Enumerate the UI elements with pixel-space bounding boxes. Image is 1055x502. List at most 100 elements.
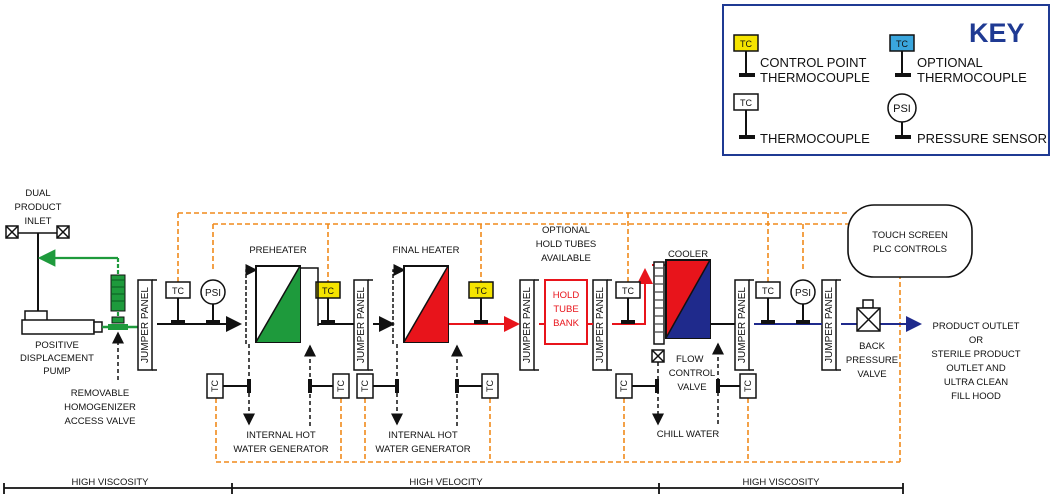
svg-text:VALVE: VALVE: [857, 369, 886, 380]
key-control-point-line2: THERMOCOUPLE: [760, 70, 870, 85]
final-heater: FINAL HEATER: [392, 245, 460, 344]
svg-text:AVAILABLE: AVAILABLE: [541, 253, 591, 264]
svg-text:REMOVABLE: REMOVABLE: [71, 388, 129, 399]
svg-text:TC: TC: [740, 39, 752, 49]
key-control-point-line1: CONTROL POINT: [760, 55, 866, 70]
key-pressure-sensor-icon: PSI: [887, 93, 917, 139]
svg-text:OR: OR: [969, 335, 983, 346]
back-pressure-valve: BACK PRESSURE VALVE: [846, 299, 898, 380]
thermocouple: TC: [206, 373, 251, 399]
thermocouple: TC: [755, 281, 781, 324]
svg-text:JUMPER PANEL: JUMPER PANEL: [140, 287, 151, 363]
key-optional-line1: OPTIONAL: [917, 55, 983, 70]
control-point-thermocouple: TC: [315, 281, 341, 324]
svg-text:PSI: PSI: [795, 288, 811, 299]
svg-text:PRODUCT OUTLET: PRODUCT OUTLET: [933, 321, 1020, 332]
svg-text:FLOW: FLOW: [676, 354, 703, 365]
svg-text:DUAL: DUAL: [25, 188, 50, 199]
svg-text:TC: TC: [762, 286, 774, 296]
jumper-panel: JUMPER PANEL: [592, 279, 612, 371]
key-optional-thermocouple-icon: TC: [889, 34, 915, 77]
svg-text:COOLER: COOLER: [668, 249, 708, 260]
water-connections: [243, 342, 724, 426]
svg-text:PLC CONTROLS: PLC CONTROLS: [873, 244, 947, 255]
hold-tube-bank: OPTIONAL HOLD TUBES AVAILABLE HOLD TUBE …: [536, 225, 597, 345]
touch-screen-plc-controls[interactable]: TOUCH SCREEN PLC CONTROLS: [847, 204, 973, 278]
section-label: HIGH VISCOSITY: [71, 477, 149, 488]
section-label: HIGH VELOCITY: [409, 477, 483, 488]
svg-text:VALVE: VALVE: [677, 382, 706, 393]
control-wiring: [177, 212, 901, 463]
thermocouple: TC: [615, 373, 659, 399]
svg-text:TC: TC: [740, 98, 752, 108]
svg-text:ACCESS VALVE: ACCESS VALVE: [65, 416, 136, 427]
jumper-panel: JUMPER PANEL: [353, 279, 373, 371]
svg-text:TC: TC: [475, 286, 487, 296]
thermocouple: TC: [716, 373, 757, 399]
thermocouple: TC: [615, 281, 641, 324]
svg-text:FINAL HEATER: FINAL HEATER: [392, 245, 459, 256]
svg-text:JUMPER PANEL: JUMPER PANEL: [737, 287, 748, 363]
svg-text:JUMPER PANEL: JUMPER PANEL: [356, 287, 367, 363]
section-bar: HIGH VISCOSITY HIGH VELOCITY HIGH VISCOS…: [3, 477, 904, 494]
svg-text:OPTIONAL: OPTIONAL: [542, 225, 590, 236]
jumper-panel: JUMPER PANEL: [519, 279, 539, 371]
thermocouple: TC: [165, 281, 191, 324]
svg-text:JUMPER PANEL: JUMPER PANEL: [522, 287, 533, 363]
svg-text:PREHEATER: PREHEATER: [249, 245, 307, 256]
svg-text:TC: TC: [622, 286, 634, 296]
svg-text:TC: TC: [336, 380, 346, 392]
svg-text:HOMOGENIZER: HOMOGENIZER: [64, 402, 136, 413]
svg-text:OUTLET AND: OUTLET AND: [946, 363, 1006, 374]
key-optional-line2: THERMOCOUPLE: [917, 70, 1027, 85]
svg-text:ULTRA CLEAN: ULTRA CLEAN: [944, 377, 1008, 388]
svg-text:POSITIVE: POSITIVE: [35, 340, 79, 351]
svg-text:JUMPER PANEL: JUMPER PANEL: [824, 287, 835, 363]
internal-hot-water-label: INTERNAL HOT: [388, 430, 458, 441]
internal-hot-water-label: INTERNAL HOT: [246, 430, 316, 441]
internal-hot-water-label: WATER GENERATOR: [233, 444, 328, 455]
svg-text:DISPLACEMENT: DISPLACEMENT: [20, 353, 94, 364]
svg-text:TC: TC: [360, 380, 370, 392]
svg-text:TOUCH SCREEN: TOUCH SCREEN: [872, 230, 948, 241]
section-label: HIGH VISCOSITY: [742, 477, 820, 488]
svg-text:CONTROL: CONTROL: [669, 368, 715, 379]
jumper-panel: JUMPER PANEL: [137, 279, 157, 371]
positive-displacement-pump: POSITIVE DISPLACEMENT PUMP: [20, 310, 103, 377]
thermocouple: TC: [455, 373, 499, 399]
svg-text:TC: TC: [619, 380, 629, 392]
svg-text:STERILE PRODUCT: STERILE PRODUCT: [931, 349, 1020, 360]
svg-text:TC: TC: [896, 39, 908, 49]
svg-text:PSI: PSI: [205, 288, 221, 299]
svg-text:TUBE: TUBE: [553, 304, 578, 315]
jumper-panel: JUMPER PANEL: [821, 279, 841, 371]
key-legend: KEY TC CONTROL POINT THERMOCOUPLE TC OPT…: [722, 4, 1050, 156]
product-outlet-label: PRODUCT OUTLET OR STERILE PRODUCT OUTLET…: [931, 321, 1020, 402]
svg-text:PUMP: PUMP: [43, 366, 70, 377]
pressure-sensor: PSI: [200, 279, 226, 324]
svg-text:FILL HOOD: FILL HOOD: [951, 391, 1001, 402]
jumper-panel: JUMPER PANEL: [734, 279, 754, 371]
key-thermocouple-label: THERMOCOUPLE: [760, 131, 870, 146]
chill-water-label: CHILL WATER: [657, 429, 720, 440]
svg-text:HOLD TUBES: HOLD TUBES: [536, 239, 597, 250]
thermocouple: TC: [356, 373, 399, 399]
control-point-thermocouple: TC: [468, 281, 494, 324]
flow-control-valve: FLOW CONTROL VALVE: [651, 349, 715, 393]
svg-text:BANK: BANK: [553, 318, 580, 329]
svg-text:TC: TC: [485, 380, 495, 392]
preheater: PREHEATER: [245, 245, 319, 344]
svg-text:PSI: PSI: [893, 103, 911, 115]
key-pressure-sensor-label: PRESSURE SENSOR: [917, 131, 1047, 146]
svg-text:TC: TC: [210, 380, 220, 392]
svg-text:INLET: INLET: [25, 216, 52, 227]
svg-text:TC: TC: [743, 380, 753, 392]
svg-text:PRODUCT: PRODUCT: [15, 202, 62, 213]
svg-text:TC: TC: [322, 286, 334, 296]
svg-text:PRESSURE: PRESSURE: [846, 355, 898, 366]
pressure-sensor: PSI: [790, 279, 816, 324]
svg-text:HOLD: HOLD: [553, 290, 580, 301]
svg-text:TC: TC: [172, 286, 184, 296]
internal-hot-water-label: WATER GENERATOR: [375, 444, 470, 455]
